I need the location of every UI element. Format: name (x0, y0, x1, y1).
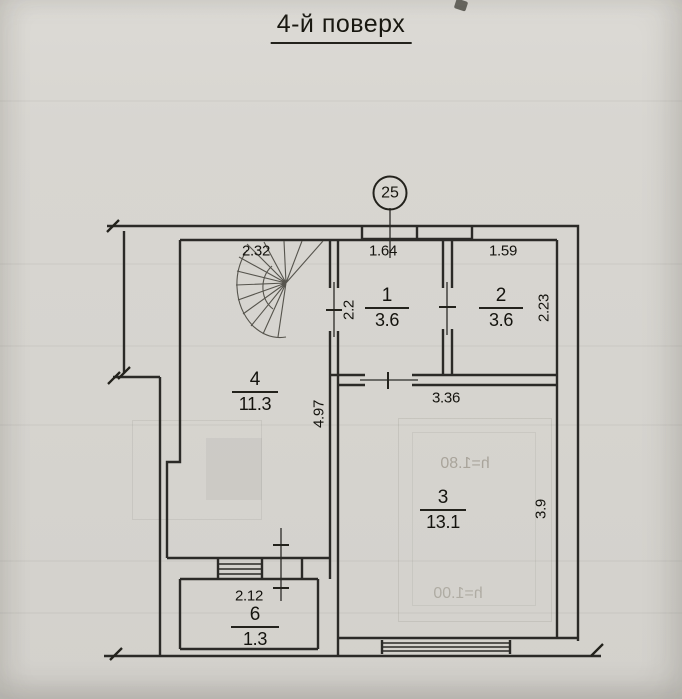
room-number: 3 (437, 487, 449, 508)
fraction-line (231, 626, 279, 628)
wall-lines (104, 224, 601, 658)
room-area: 11.3 (238, 394, 272, 414)
room-number: 6 (249, 604, 261, 625)
room-area: 3.6 (488, 310, 514, 330)
room-number: 4 (249, 369, 261, 390)
axis-marker: 25 (372, 175, 408, 211)
window-hatch (218, 563, 510, 652)
fraction-line (365, 307, 409, 309)
room-4-label: 4 11.3 (232, 370, 278, 414)
room-number: 2 (495, 285, 507, 306)
dim-balcony-width: 2.12 (235, 587, 263, 605)
room-3-label: 3 13.1 (420, 488, 466, 532)
door-opening-ticks (273, 306, 456, 589)
dim-room3-height: 3.9 (532, 499, 550, 519)
dimension-ticks (106, 219, 604, 661)
room-number: 1 (381, 285, 393, 306)
room-6-label: 6 1.3 (231, 605, 279, 649)
room-area: 3.6 (374, 310, 400, 330)
axis-label: 25 (381, 184, 399, 201)
bleedthrough-text-lower: h=1.00 (433, 585, 483, 602)
dim-room4-height: 4.97 (310, 400, 328, 428)
room-area: 1.3 (242, 629, 268, 649)
fraction-line (420, 509, 466, 511)
page-title: 4-й поверх (270, 10, 412, 44)
bleedthrough-text-upper: h=1.80 (440, 455, 490, 472)
room-1-label: 1 3.6 (365, 286, 409, 330)
room-2-label: 2 3.6 (479, 286, 523, 330)
spiral-staircase-icon (235, 240, 324, 339)
dim-room2-height: 2.23 (535, 294, 553, 322)
opening-axis-lines (280, 208, 448, 601)
room-area: 13.1 (426, 512, 460, 532)
dim-room4-top-width: 2.32 (242, 242, 270, 260)
dim-room1-height: 2.2 (340, 300, 358, 320)
fraction-line (479, 307, 523, 309)
dim-room2-top-width: 1.59 (489, 242, 517, 260)
dim-room1-top-width: 1.64 (369, 242, 397, 260)
dim-room3-top-width: 3.36 (432, 389, 460, 407)
fraction-line (232, 391, 278, 393)
